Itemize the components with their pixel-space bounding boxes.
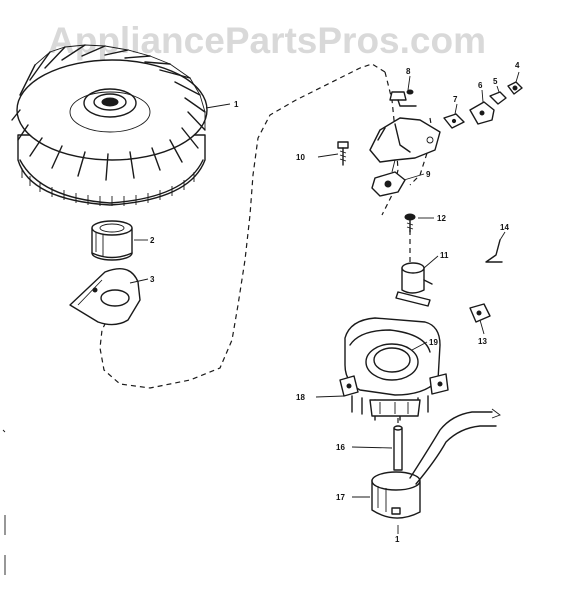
leader-4 [515,71,520,83]
leader-10 [317,153,339,158]
condenser-part [395,262,433,307]
scan-artifact [2,429,6,575]
wire-clip-14-part [485,239,503,263]
callout-14: 14 [500,223,509,232]
plate-13-part [469,303,491,323]
leader-6 [481,89,484,103]
leader-14 [499,231,506,241]
callout-8: 8 [406,67,411,76]
callout-17: 17 [336,493,345,502]
bracket-6-part [469,101,495,125]
flywheel-part [11,44,208,206]
nut-5-part [489,91,507,105]
plunger-16-part [393,425,403,471]
leader-9 [403,173,425,181]
assembly-dashed-line-3 [409,117,433,186]
leader-8 [407,75,411,91]
housing-19-part [339,317,449,421]
breaker-arm-part [369,117,441,197]
leader-18 [315,395,345,398]
callout-13: 13 [478,337,487,346]
bushing-part [91,220,133,261]
leader-11 [423,255,439,269]
screw-12-part [404,213,416,233]
callout-10: 10 [296,153,305,162]
leader-13 [479,319,485,335]
leader-5 [496,85,500,93]
clip-7-part [443,113,465,129]
callout-3: 3 [150,275,155,284]
leader-19 [411,341,428,351]
callout-1b: 1 [395,535,400,544]
watermark-text: AppliancePartsPros.com [48,20,486,61]
callout-7: 7 [453,95,458,104]
callout-4: 4 [515,61,520,70]
plate-part [69,268,141,326]
screw-4-part [507,81,523,95]
callout-5: 5 [493,77,498,86]
coil-17-part [371,408,501,519]
callout-12: 12 [437,214,446,223]
callout-2: 2 [150,236,155,245]
callout-16: 16 [336,443,345,452]
screw-18-part [337,141,349,166]
screw-10-part [389,89,417,107]
callout-6: 6 [478,81,483,90]
leader-1 [205,103,231,109]
callout-18: 18 [296,393,305,402]
leader-3 [129,278,149,284]
callout-11: 11 [440,251,449,260]
callout-19: 19 [429,338,438,347]
callout-9: 9 [426,170,431,179]
assembly-dashed-line [99,63,386,389]
leader-7 [454,103,458,115]
leader-16 [351,446,393,449]
callout-1: 1 [234,100,239,109]
